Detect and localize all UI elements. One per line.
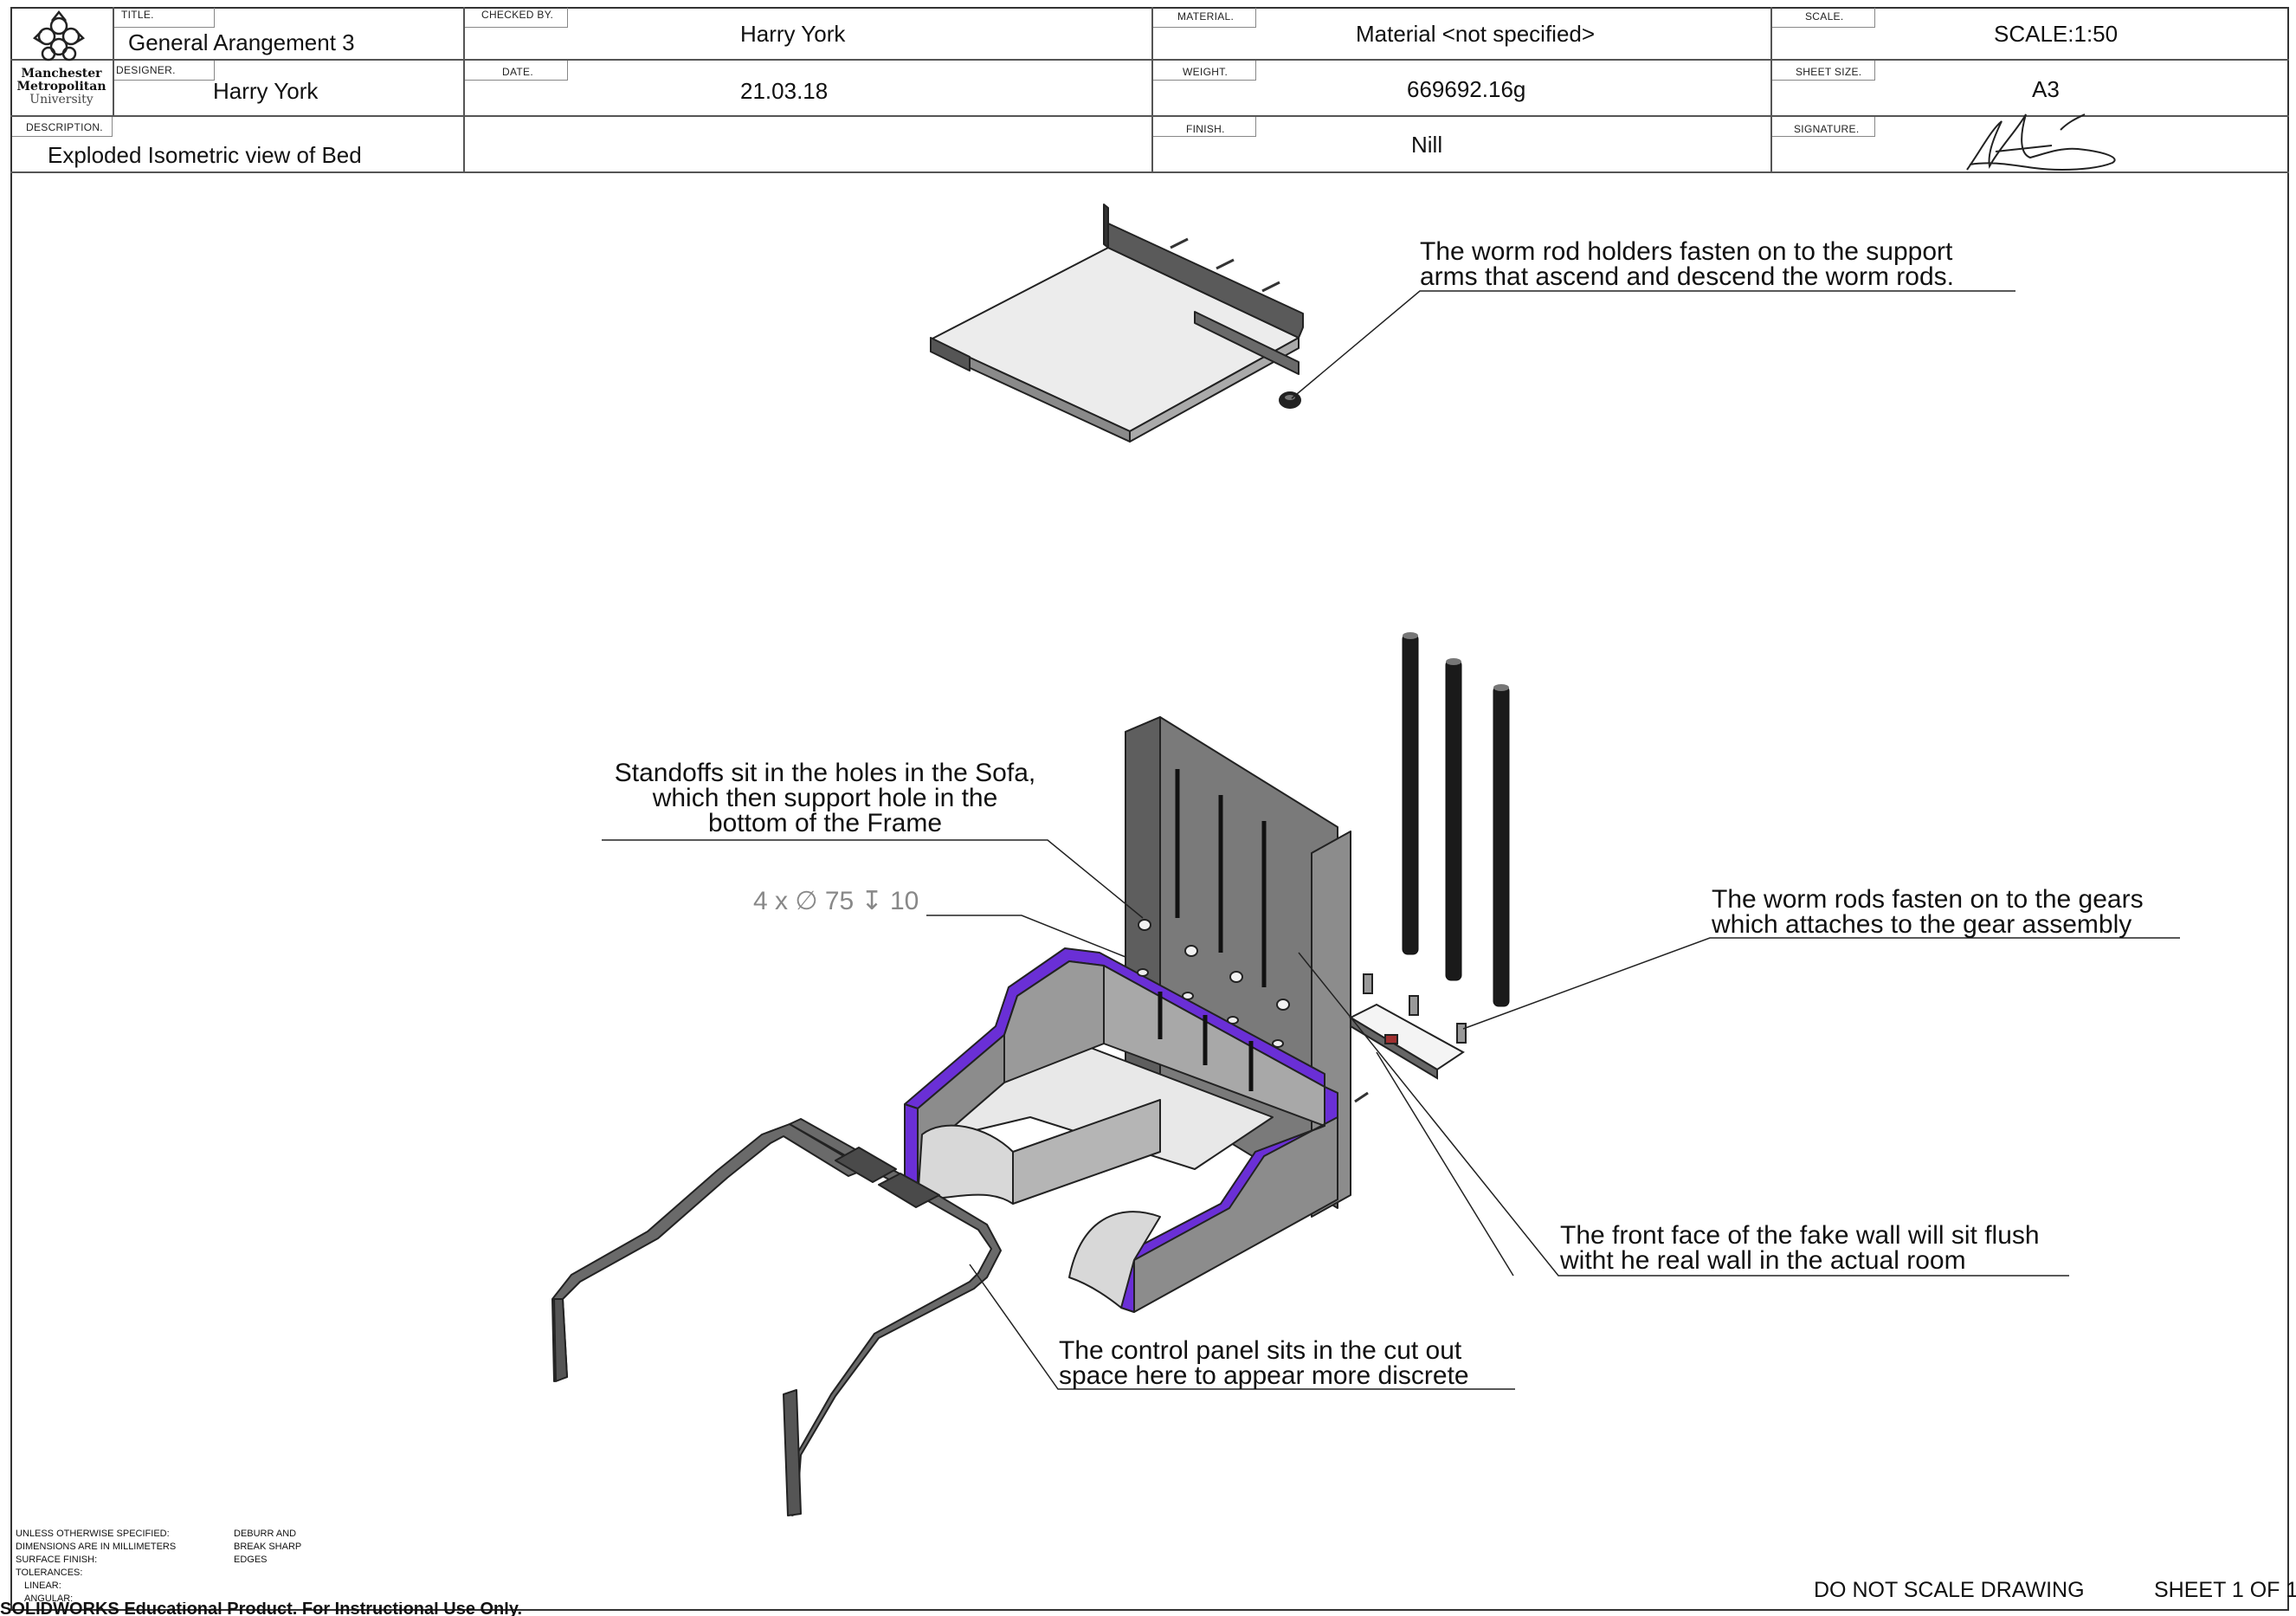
note-line: The front face of the fake wall will sit…	[1560, 1221, 2040, 1250]
description-label: DESCRIPTION.	[26, 121, 103, 133]
note-worm-rods: The worm rods fasten on to the gears whi…	[1712, 885, 2144, 939]
material-label: MATERIAL.	[1177, 10, 1235, 23]
note-line: EDGES	[234, 1555, 268, 1565]
sofa-part	[904, 947, 1338, 1313]
tolerance-notes: UNLESS OTHERWISE SPECIFIED: DIMENSIONS A…	[16, 1528, 176, 1606]
label-tab	[1772, 117, 1875, 137]
note-line: which attaches to the gear assembly	[1712, 910, 2132, 939]
note-standoffs: Standoffs sit in the holes in the Sofa, …	[602, 759, 1048, 837]
note-line: arms that ascend and descend the worm ro…	[1420, 262, 1954, 291]
label-tab	[12, 117, 113, 137]
label-tab	[465, 61, 568, 81]
note-line: DEBURR AND	[234, 1529, 297, 1539]
deburr-notes: DEBURR AND BREAK SHARP EDGES	[234, 1528, 301, 1567]
designer-label: DESIGNER.	[116, 64, 176, 76]
logo-line: University	[29, 93, 94, 107]
title-block-divider	[10, 171, 2289, 173]
control-panel-frame-part	[551, 1118, 1002, 1516]
scale-value: SCALE:1:50	[1994, 21, 2119, 47]
title-block-divider	[463, 7, 465, 173]
note-line: ANGULAR:	[24, 1593, 74, 1604]
label-tab	[114, 8, 215, 28]
title-value: General Arangement 3	[128, 29, 355, 55]
note-line: UNLESS OTHERWISE SPECIFIED:	[16, 1529, 170, 1539]
sheet-size-label: SHEET SIZE.	[1796, 66, 1862, 78]
note-line: SURFACE FINISH:	[16, 1555, 98, 1565]
label-tab	[114, 61, 215, 81]
note-line: LINEAR:	[24, 1580, 61, 1591]
logo-line: Manchester	[21, 67, 102, 81]
leader-lines	[602, 290, 2180, 1390]
title-block-divider	[1770, 7, 1772, 173]
note-line: which then support hole in the	[652, 784, 998, 812]
standoff-pins	[1138, 919, 1290, 1011]
material-value: Material <not specified>	[1356, 21, 1596, 47]
designer-value: Harry York	[213, 78, 319, 104]
note-line: Standoffs sit in the holes in the Sofa,	[614, 759, 1036, 787]
date-label: DATE.	[502, 66, 533, 78]
note-line: space here to appear more discrete	[1059, 1361, 1469, 1390]
note-line: The control panel sits in the cut out	[1059, 1336, 1462, 1365]
sheet-size-value: A3	[2032, 76, 2060, 102]
note-line: The worm rods fasten on to the gears	[1712, 885, 2144, 914]
label-tab	[1772, 8, 1875, 28]
note-line: bottom of the Frame	[707, 809, 943, 837]
finish-label: FINISH.	[1186, 123, 1225, 135]
checked-by-label: CHECKED BY.	[481, 9, 554, 21]
note-worm-holders: The worm rod holders fasten on to the su…	[1420, 237, 1954, 291]
note-line: BREAK SHARP	[234, 1542, 302, 1552]
date-value: 21.03.18	[740, 78, 829, 104]
label-tab	[1153, 8, 1256, 28]
drawing-border	[10, 7, 2289, 1611]
weight-value: 669692.16g	[1407, 76, 1526, 102]
note-line: The worm rod holders fasten on to the su…	[1420, 237, 1953, 266]
sheet-number: SHEET 1 OF 1	[2154, 1578, 2296, 1602]
gear-assembly-part	[1348, 973, 1467, 1103]
logo-line: Metropolitan	[16, 80, 106, 94]
title-block-divider	[10, 115, 2289, 117]
note-control-panel: The control panel sits in the cut out sp…	[1059, 1336, 1469, 1390]
weight-label: WEIGHT.	[1183, 66, 1229, 78]
label-tab	[1153, 61, 1256, 81]
note-line: witht he real wall in the actual room	[1560, 1246, 1966, 1275]
title-block-divider	[1151, 7, 1153, 173]
signature-label: SIGNATURE.	[1794, 123, 1860, 135]
logo-wordmark: Manchester Metropolitan University	[10, 68, 113, 107]
description-value: Exploded Isometric view of Bed	[48, 142, 362, 168]
finish-value: Nill	[1411, 132, 1443, 158]
hole-callout: 4 x ∅ 75 ↧ 10	[753, 887, 919, 915]
solidworks-watermark: SOLIDWORKS Educational Product. For Inst…	[0, 1602, 523, 1616]
scale-label: SCALE.	[1805, 10, 1844, 23]
title-block-divider	[10, 59, 2289, 61]
note-front-face: The front face of the fake wall will sit…	[1560, 1221, 2040, 1275]
do-not-scale-notice: DO NOT SCALE DRAWING	[1814, 1578, 2085, 1602]
label-tab	[465, 8, 568, 28]
support-plate-part	[930, 204, 1304, 443]
note-line: TOLERANCES:	[16, 1568, 83, 1578]
label-tab	[1153, 117, 1256, 137]
title-block-divider	[113, 7, 114, 116]
checked-by-value: Harry York	[740, 21, 846, 47]
title-label: TITLE.	[121, 9, 154, 21]
label-tab	[1772, 61, 1875, 81]
worm-rods-part	[1402, 632, 1510, 1007]
note-line: DIMENSIONS ARE IN MILLIMETERS	[16, 1542, 177, 1552]
